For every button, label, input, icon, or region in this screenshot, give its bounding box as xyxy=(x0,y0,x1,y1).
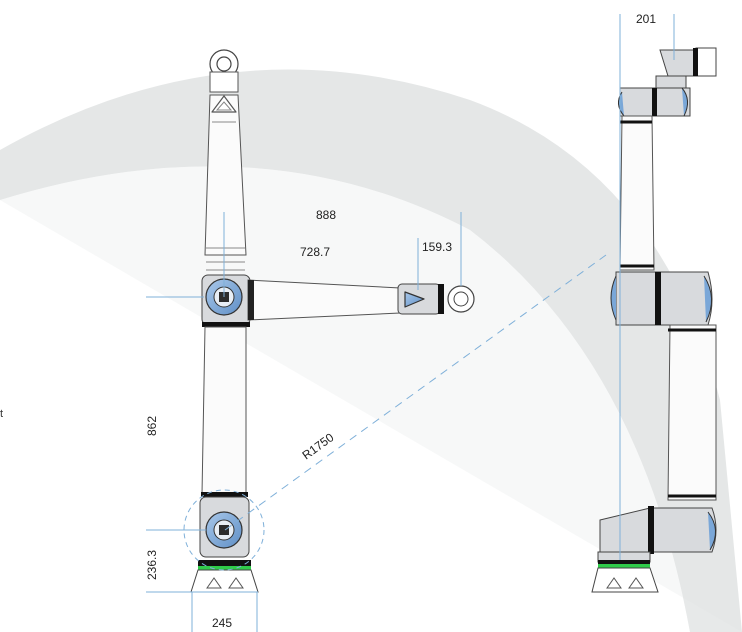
dim-wrist: 159.3 xyxy=(422,240,452,254)
front-green-status-ring xyxy=(198,566,251,570)
front-lower-arm-link xyxy=(201,326,247,495)
front-wrist-joint-blue xyxy=(404,291,425,308)
side-upper-arm-link xyxy=(667,324,717,501)
dim-arm-reach: 888 xyxy=(316,208,336,222)
side-shoulder-housing xyxy=(599,507,717,553)
dim-upper-arm: 728.7 xyxy=(300,245,330,259)
side-green-status-ring xyxy=(598,564,650,568)
cropped-side-text: t xyxy=(0,408,4,420)
front-base-foot xyxy=(190,569,259,593)
side-base-foot xyxy=(591,567,659,593)
dim-side-offset: 201 xyxy=(636,12,656,26)
side-elbow-housing xyxy=(615,271,713,326)
dim-base-height: 236.3 xyxy=(145,550,159,580)
front-view-robot xyxy=(183,49,475,593)
dim-shoulder-height: 862 xyxy=(145,416,159,436)
reach-background-arc xyxy=(0,69,742,632)
dim-base-width: 245 xyxy=(212,616,232,630)
base-rotation-dashed-circle xyxy=(183,489,265,571)
side-view-robot xyxy=(591,47,717,593)
side-forearm-link xyxy=(619,115,655,271)
side-dimension-lines xyxy=(619,14,675,560)
reach-background-arc-inner xyxy=(0,166,742,632)
dim-radius: R1750 xyxy=(300,430,337,462)
front-dimension-lines xyxy=(146,212,607,632)
front-forearm-link xyxy=(204,94,247,256)
